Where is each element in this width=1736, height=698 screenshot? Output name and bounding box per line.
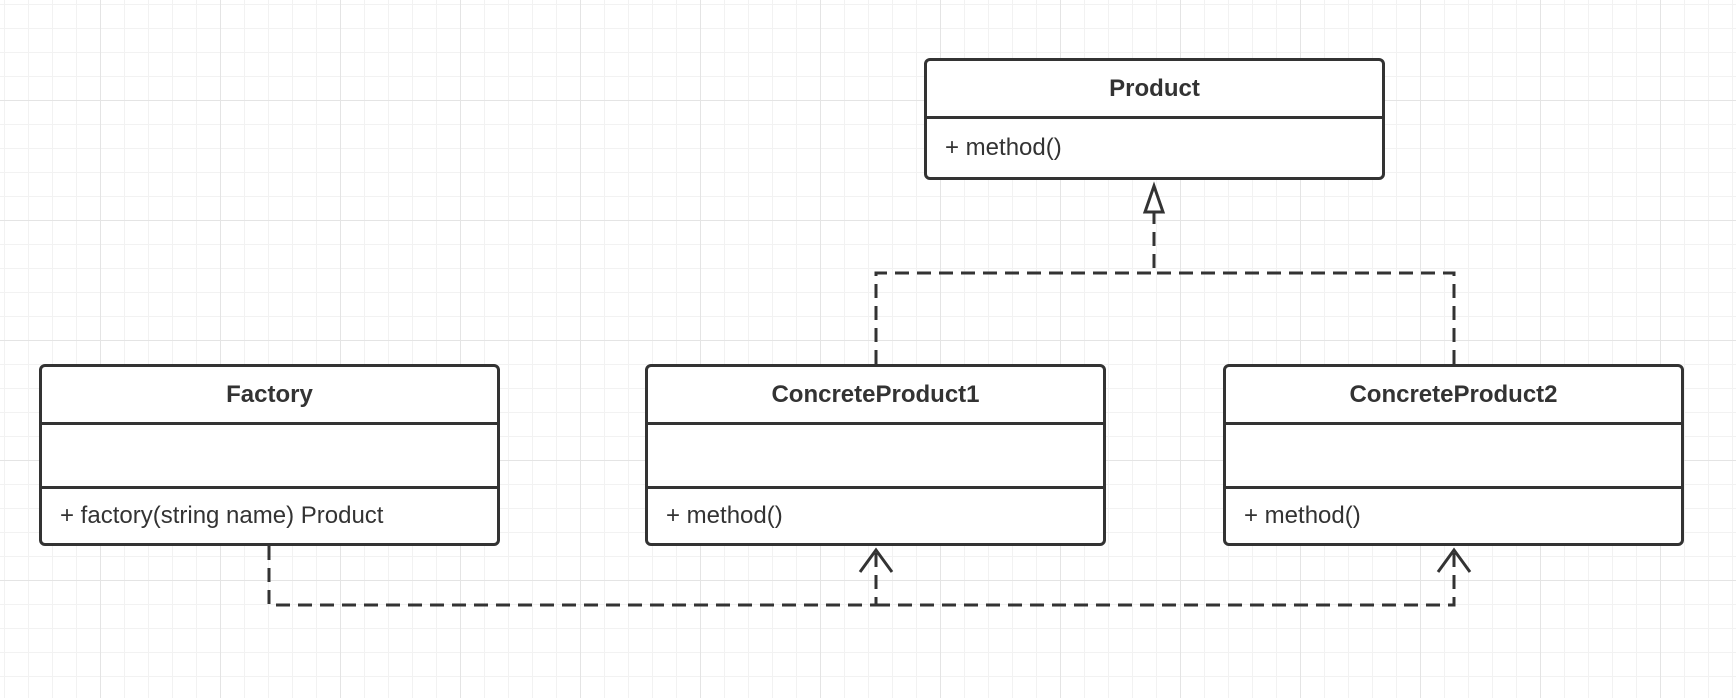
class-concrete-product-1[interactable]: ConcreteProduct1 + method()	[645, 364, 1106, 546]
class-name: ConcreteProduct2	[1226, 367, 1681, 425]
class-attributes-section	[1226, 425, 1681, 489]
class-name: Product	[927, 61, 1382, 119]
dependency-line-concrete-product-1	[267, 546, 878, 607]
realization-line-concrete-product-1	[874, 212, 1156, 364]
class-attributes-section	[42, 425, 497, 489]
realization-arrowhead-icon	[1142, 181, 1166, 214]
class-name: Factory	[42, 367, 497, 425]
class-concrete-product-2[interactable]: ConcreteProduct2 + method()	[1223, 364, 1684, 546]
dependency-arrowhead-icon	[858, 547, 894, 573]
class-product[interactable]: Product + method()	[924, 58, 1385, 180]
dependency-arrowhead-icon	[1436, 547, 1472, 573]
class-name: ConcreteProduct1	[648, 367, 1103, 425]
class-method: + method()	[1244, 502, 1361, 529]
realization-line-concrete-product-2	[1154, 271, 1456, 364]
class-method: + method()	[945, 134, 1062, 161]
class-factory[interactable]: Factory + factory(string name) Product	[39, 364, 500, 546]
class-attributes-section	[648, 425, 1103, 489]
class-method: + method()	[666, 502, 783, 529]
class-method: + factory(string name) Product	[60, 502, 384, 529]
dependency-line-concrete-product-2	[876, 550, 1456, 607]
